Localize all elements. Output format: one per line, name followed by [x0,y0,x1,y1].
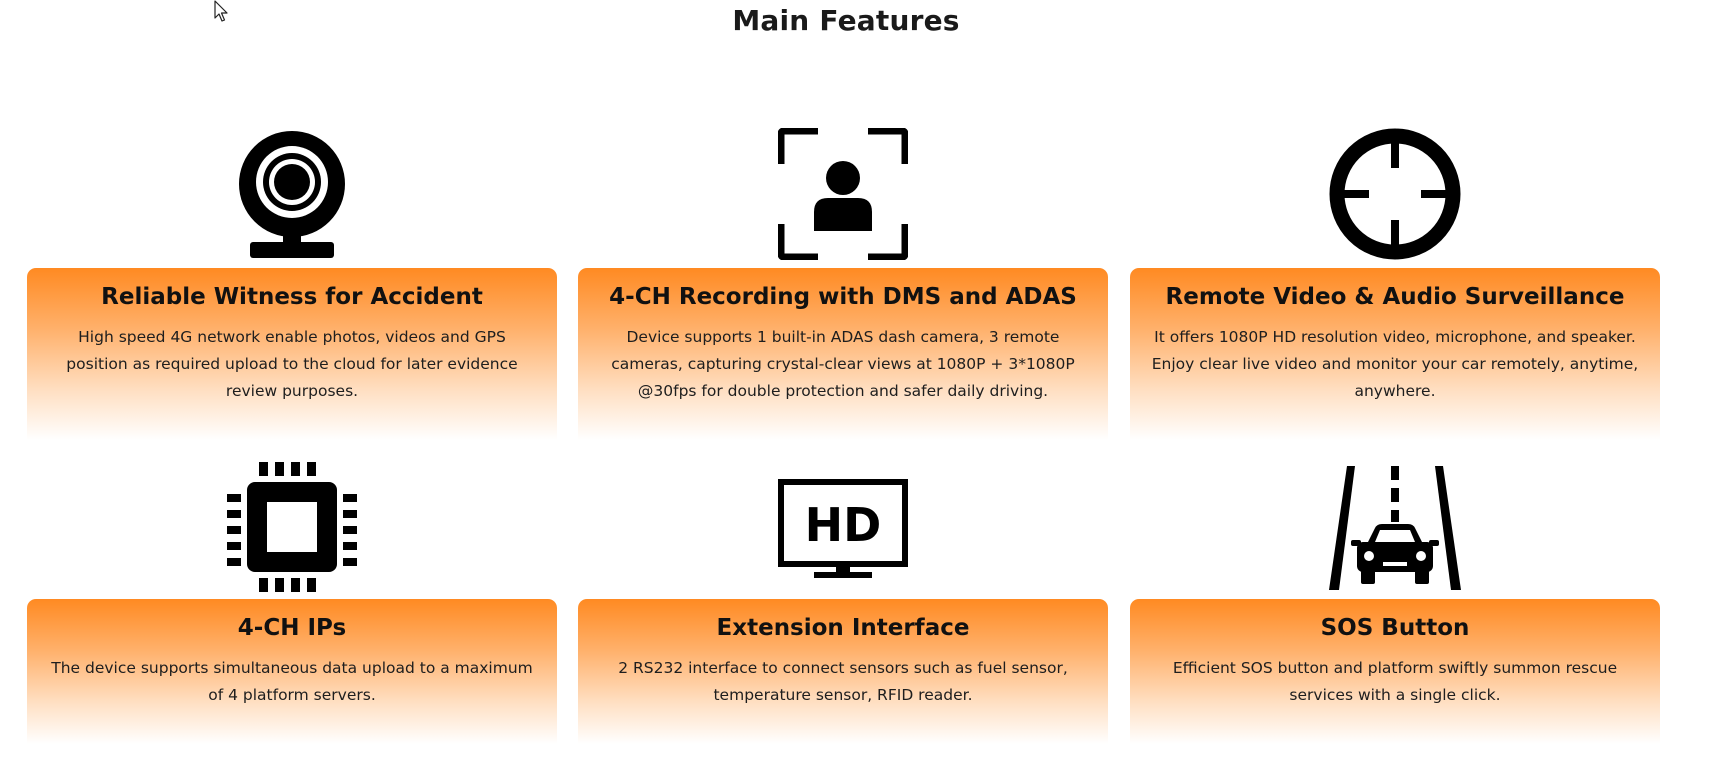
feature-title: SOS Button [1320,615,1470,641]
feature-description: High speed 4G network enable photos, vid… [66,328,518,400]
feature-title: 4-CH Recording with DMS and ADAS [609,284,1077,310]
feature-card-body: SOS Button Efficient SOS button and plat… [1130,599,1660,744]
feature-title: Reliable Witness for Accident [101,284,483,310]
feature-title: Remote Video & Audio Surveillance [1165,284,1625,310]
feature-description: Efficient SOS button and platform swiftl… [1172,659,1618,704]
chip-icon [27,460,557,592]
feature-card-body: 4-CH Recording with DMS and ADAS Device … [578,268,1108,440]
feature-description: Device supports 1 built-in ADAS dash cam… [611,328,1075,400]
feature-title: Extension Interface [716,615,970,641]
feature-title: 4-CH IPs [237,615,347,641]
webcam-icon [27,128,557,260]
feature-card-body: 4-CH IPs The device supports simultaneou… [27,599,557,744]
feature-description: 2 RS232 interface to connect sensors suc… [618,659,1068,704]
feature-description: It offers 1080P HD resolution video, mic… [1151,328,1639,400]
crosshair-icon [1130,128,1660,260]
feature-description: The device supports simultaneous data up… [51,659,533,704]
feature-card-body: Remote Video & Audio Surveillance It off… [1130,268,1660,440]
section-title: Main Features [732,4,960,37]
face-scan-icon [578,128,1108,260]
feature-card-body: Extension Interface 2 RS232 interface to… [578,599,1108,744]
mouse-cursor-icon [214,0,228,22]
hd-monitor-icon: HD [578,460,1108,592]
svg-text:HD: HD [805,498,882,552]
car-road-icon [1130,460,1660,592]
feature-card-body: Reliable Witness for Accident High speed… [27,268,557,440]
